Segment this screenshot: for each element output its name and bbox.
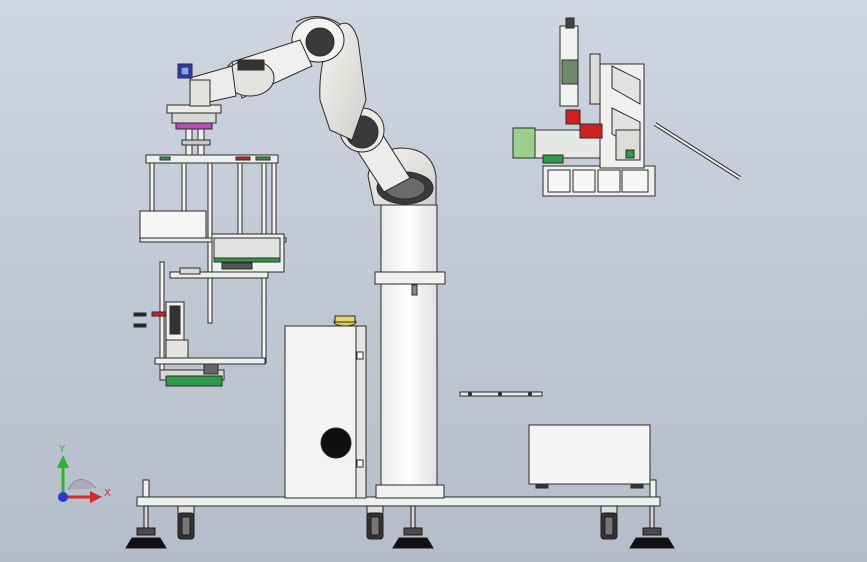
x-arrow-head bbox=[90, 491, 102, 503]
y-axis-label: Y bbox=[58, 444, 66, 455]
base-post-right bbox=[649, 479, 657, 498]
casters bbox=[177, 505, 618, 540]
robot-pedestal bbox=[374, 204, 446, 499]
side-box bbox=[528, 424, 651, 489]
tooling-assembly bbox=[512, 17, 742, 197]
foot-right bbox=[629, 505, 675, 549]
floating-plate bbox=[459, 391, 543, 397]
triad-rotation-arc bbox=[67, 479, 97, 491]
y-arrow-head bbox=[57, 455, 69, 468]
caster-right bbox=[600, 505, 618, 540]
base-post-left bbox=[142, 479, 150, 498]
workstation-rack bbox=[133, 154, 287, 387]
control-cabinet bbox=[284, 315, 367, 499]
caster-left bbox=[177, 505, 195, 540]
cabinet-port bbox=[320, 427, 352, 459]
end-effector bbox=[166, 79, 222, 156]
x-axis-label: X bbox=[104, 488, 111, 499]
green-drum bbox=[512, 127, 536, 159]
robot-arm bbox=[177, 16, 437, 206]
caster-center bbox=[366, 505, 384, 540]
coordinate-triad: Y X bbox=[57, 444, 111, 503]
leveling-feet bbox=[125, 505, 675, 549]
rack-box bbox=[139, 210, 207, 242]
foot-center bbox=[392, 505, 434, 549]
foot-left bbox=[125, 505, 167, 549]
z-axis-dot bbox=[58, 492, 68, 502]
